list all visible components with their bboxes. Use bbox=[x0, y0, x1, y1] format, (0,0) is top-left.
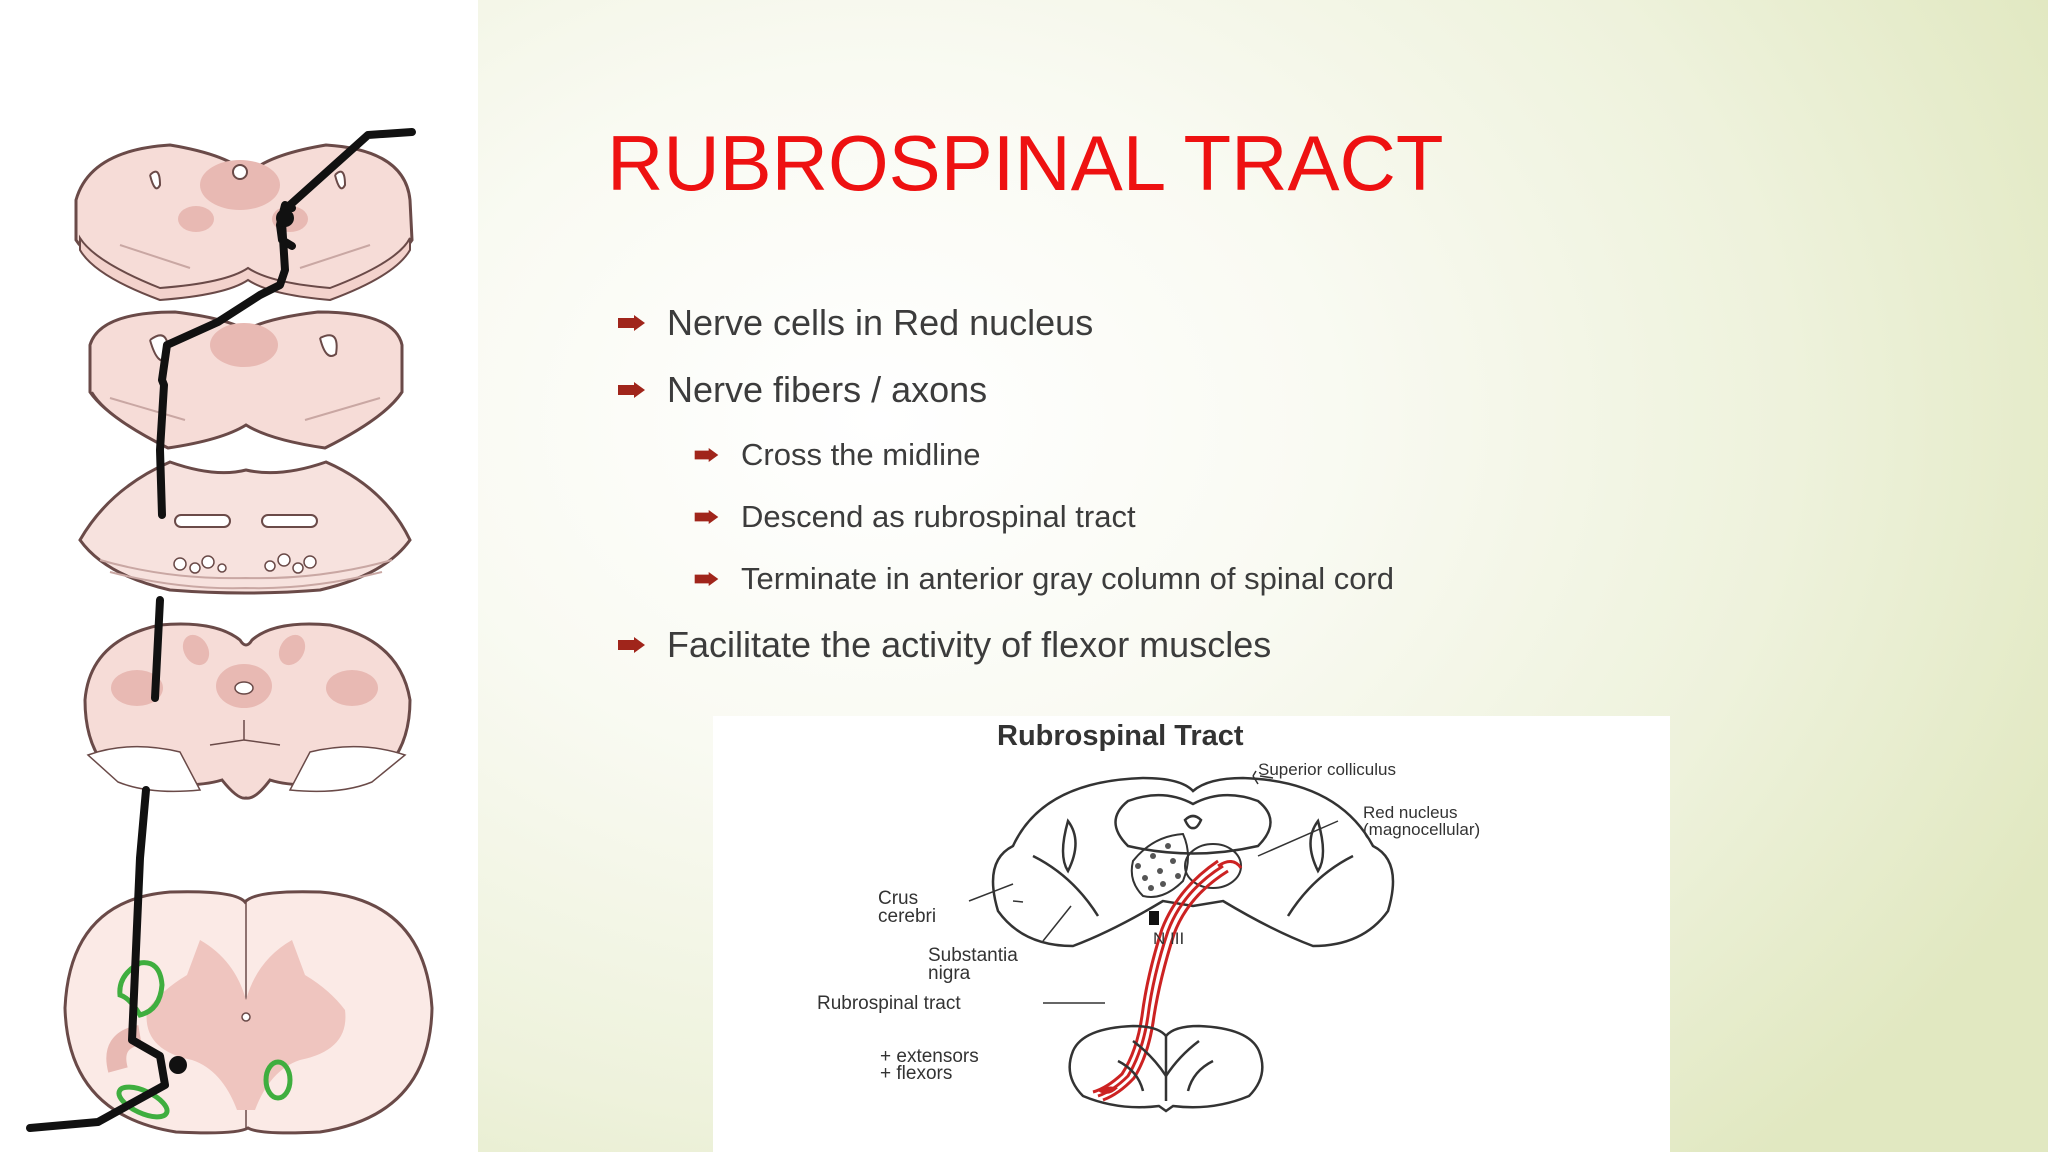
section-3 bbox=[78, 460, 412, 595]
neuraxis-sections-illustration bbox=[26, 128, 434, 1135]
bullet-text: Descend as rubrospinal tract bbox=[741, 499, 1136, 534]
left-illustration-panel bbox=[0, 0, 478, 1152]
arrow-bullet-icon bbox=[618, 637, 645, 653]
label-red-nucleus: Red nucleus bbox=[1363, 803, 1458, 822]
section-4 bbox=[83, 622, 412, 800]
spinal-cord-section bbox=[1068, 1024, 1264, 1113]
slide-title: RUBROSPINAL TRACT bbox=[607, 119, 1444, 207]
sub-bullet-item: Cross the midline bbox=[694, 437, 980, 473]
label-flexors: + flexors bbox=[880, 1063, 952, 1084]
label-crus: Crus bbox=[878, 888, 918, 909]
arrow-bullet-icon bbox=[694, 448, 719, 462]
bullet-item: Nerve fibers / axons bbox=[618, 369, 987, 411]
diagram-title: Rubrospinal Tract bbox=[997, 720, 1244, 752]
label-cerebri: cerebri bbox=[878, 906, 936, 927]
label-red-nucleus-sub: (magnocellular) bbox=[1363, 820, 1480, 839]
sub-bullet-item: Terminate in anterior gray column of spi… bbox=[694, 561, 1394, 597]
label-extensors: + extensors bbox=[880, 1046, 979, 1067]
bullet-text: Cross the midline bbox=[741, 437, 981, 472]
section-2 bbox=[88, 310, 404, 450]
bullet-text: Nerve cells in Red nucleus bbox=[667, 302, 1094, 343]
midbrain-section bbox=[991, 776, 1395, 948]
arrow-bullet-icon bbox=[694, 572, 719, 586]
section-1 bbox=[74, 143, 414, 302]
section-5 bbox=[63, 890, 434, 1135]
green-markers bbox=[116, 960, 293, 1120]
arrow-bullet-icon bbox=[618, 315, 645, 331]
sub-bullet-item: Descend as rubrospinal tract bbox=[694, 499, 1136, 535]
bullet-item: Facilitate the activity of flexor muscle… bbox=[618, 624, 1271, 666]
arrow-bullet-icon bbox=[618, 382, 645, 398]
bullet-text: Terminate in anterior gray column of spi… bbox=[741, 561, 1395, 596]
rubrospinal-tract-diagram: Rubrospinal Tract bbox=[713, 716, 1670, 1152]
bullet-text: Facilitate the activity of flexor muscle… bbox=[667, 624, 1272, 665]
label-superior-colliculus: Superior colliculus bbox=[1258, 760, 1396, 779]
label-substantia: Substantia bbox=[928, 945, 1018, 966]
label-rubrospinal-tract: Rubrospinal tract bbox=[817, 993, 961, 1014]
bullet-text: Nerve fibers / axons bbox=[667, 369, 988, 410]
red-tract bbox=[1092, 859, 1229, 1102]
arrow-bullet-icon bbox=[694, 510, 719, 524]
substantia-nigra-hatching bbox=[1135, 843, 1181, 891]
bullet-item: Nerve cells in Red nucleus bbox=[618, 302, 1093, 344]
label-nigra: nigra bbox=[928, 963, 971, 984]
label-n-iii: N III bbox=[1153, 929, 1184, 948]
